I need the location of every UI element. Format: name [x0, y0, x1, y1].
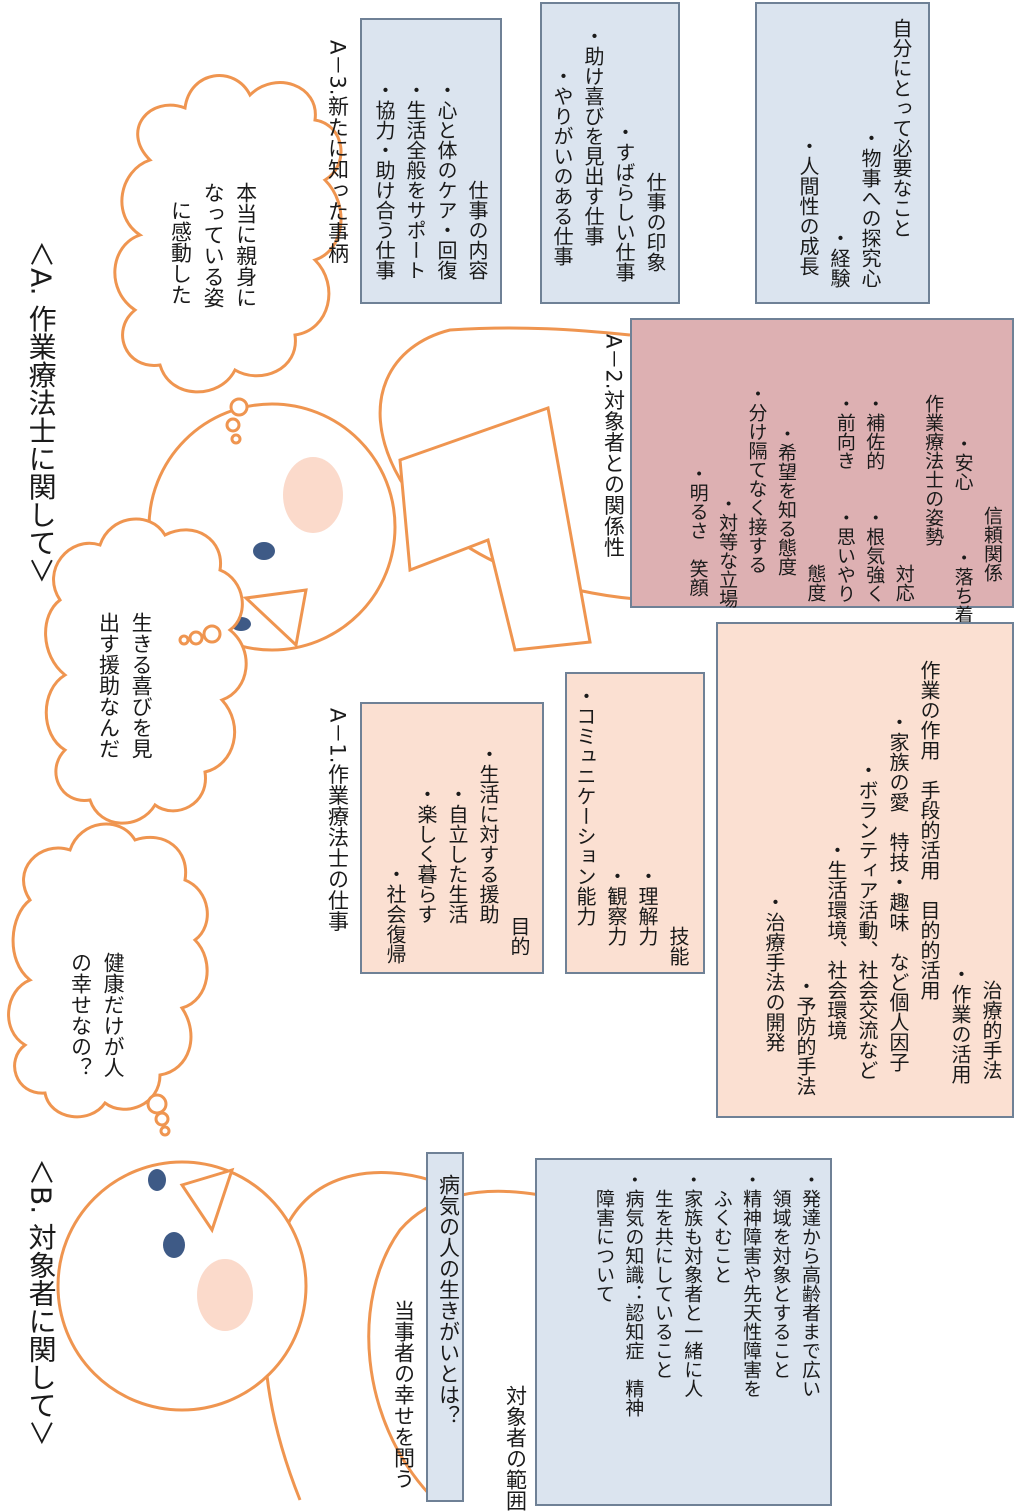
a1-skills-box: 技能 ・理解力 ・観察力 ・コミュニケーション能力: [565, 672, 705, 974]
b-scope-line: ・発達から高齢者まで広い: [799, 1170, 821, 1398]
a2-line: 信頼関係: [981, 506, 1003, 582]
a1-methods-item: ・家族の愛 特技・趣味 など個人因子: [886, 712, 910, 1072]
a2-heading: A－2.対象者との関係性: [601, 334, 626, 558]
bubble-line: なっている姿: [201, 182, 226, 308]
a1-methods-item: ・治療手法の開発: [762, 892, 786, 1052]
a3-impression-item: ・やりがいのある仕事: [550, 66, 574, 266]
a3-content-item: ・協力・助け合う仕事: [372, 80, 396, 280]
b-scope-line: ・精神障害や先天性障害を: [740, 1170, 763, 1398]
a1-purpose-box: 目的 ・生活に対する援助 ・自立した生活 ・楽しく暮らす ・社会復帰: [360, 702, 544, 974]
a1-purpose-item: ・楽しく暮らす: [414, 784, 438, 924]
a1-methods-title: 治療的手法: [979, 980, 1003, 1080]
bubble-line: に感動した: [168, 200, 193, 305]
a3-heading: A－3.新たに知った事柄: [325, 40, 350, 264]
b-scope-line: ・家族も対象者と一緒に人: [681, 1170, 704, 1398]
patient-eye: [163, 1232, 185, 1258]
a1-methods-item: ・生活環境、社会環境: [824, 840, 848, 1040]
a3-growth-item: ・経験: [827, 228, 851, 288]
patient-eye: [148, 1169, 166, 1191]
a3-impression-lines: 仕事の印象 ・すばらしい仕事 ・助け喜びを見出す仕事 ・やりがいのある仕事: [546, 16, 670, 282]
bubble-line: 出す援助なんだ: [96, 612, 121, 759]
b-scope-line: 障害について: [592, 1170, 615, 1303]
cloud-kenkou: [7, 822, 209, 1119]
b-question-text: 病気の人の生きがいとは？: [436, 1174, 461, 1426]
bubble-yorokobi-text: 生きる喜びを見 出す援助なんだ: [92, 612, 157, 759]
a1-methods-item: ・作業の活用: [948, 964, 972, 1084]
a1-purpose-title: 目的: [507, 916, 531, 956]
a2-lines: 信頼関係 ・安心 ・落ち着き 作業療法士の姿勢 対応 ・補佐的 ・根気強く ・前…: [682, 334, 1006, 643]
a1-purpose-item: ・社会復帰: [383, 864, 407, 964]
a3-growth-box: 自分にとって必要なこと ・物事への探究心 ・経験 ・人間性の成長: [755, 2, 930, 304]
a1-methods-item: 作業の作用 手段的活用 目的的活用: [917, 640, 941, 1000]
b-scope-heading: 対象者の範囲: [503, 1385, 528, 1511]
therapist-eye: [253, 542, 275, 560]
bubble-kandou-text: 本当に親身に なっている姿 に感動した: [164, 182, 262, 308]
a3-growth-title: 自分にとって必要なこと: [889, 18, 913, 238]
a2-line: ・前向き ・思いやり: [833, 394, 856, 603]
section-a-title: ＜A. 作業療法士に関して＞: [24, 240, 58, 585]
section-b-title: ＜B. 対象者に関して＞: [24, 1158, 58, 1448]
b-scope-line: ふくむこと: [710, 1170, 733, 1284]
a3-content-item: ・生活全般をサポート: [403, 80, 427, 280]
a3-content-title: 仕事の内容: [465, 180, 489, 280]
b-scope-box: ・発達から高齢者まで広い 領域を対象とすること ・精神障害や先天性障害を ふくむ…: [535, 1158, 832, 1506]
b-question-box: 病気の人の生きがいとは？: [426, 1152, 464, 1502]
bubble-line: の幸せなの？: [68, 952, 93, 1078]
a1-skills-item: ・コミュニケーション能力: [573, 686, 597, 926]
a1-methods-box: 治療的手法 ・作業の活用 作業の作用 手段的活用 目的的活用 ・家族の愛 特技・…: [716, 622, 1014, 1118]
a1-purpose-item: ・生活に対する援助: [476, 744, 500, 924]
a2-line: ・分け隔てなく接する: [745, 384, 768, 574]
a3-content-box: 仕事の内容 ・心と体のケア・回復 ・生活全般をサポート ・協力・助け合う仕事: [360, 18, 502, 304]
a2-line: ・対等な立場: [716, 494, 739, 608]
cloud-yorokobi: [44, 517, 248, 825]
a1-skills-lines: 技能 ・理解力 ・観察力 ・コミュニケーション能力: [569, 686, 693, 966]
bubble-kenkou-text: 健康だけが人 の幸せなの？: [64, 952, 129, 1078]
a1-purpose-lines: 目的 ・生活に対する援助 ・自立した生活 ・楽しく暮らす ・社会復帰: [379, 714, 534, 964]
a2-line: ・補佐的 ・根気強く: [863, 394, 886, 603]
a3-impression-box: 仕事の印象 ・すばらしい仕事 ・助け喜びを見出す仕事 ・やりがいのある仕事: [540, 2, 680, 304]
a1-methods-lines: 治療的手法 ・作業の活用 作業の作用 手段的活用 目的的活用 ・家族の愛 特技・…: [758, 640, 1006, 1096]
a2-line: ・安心 ・落ち着き: [951, 434, 974, 643]
a3-growth-lines: 自分にとって必要なこと ・物事への探究心 ・経験 ・人間性の成長: [792, 18, 916, 288]
a3-content-item: ・心と体のケア・回復: [434, 80, 458, 280]
b-scope-line: ・病気の知識：認知症 精神: [622, 1170, 645, 1417]
bubble-line: 健康だけが人: [101, 952, 126, 1078]
a1-skills-item: ・理解力: [635, 866, 659, 946]
a3-content-lines: 仕事の内容 ・心と体のケア・回復 ・生活全般をサポート ・協力・助け合う仕事: [368, 40, 492, 280]
a1-methods-item: ・予防的手法: [793, 976, 817, 1096]
a3-growth-item: ・人間性の成長: [796, 136, 820, 276]
cloud-kandou: [113, 74, 343, 394]
a3-impression-item: ・すばらしい仕事: [612, 122, 636, 282]
a3-impression-title: 仕事の印象: [643, 172, 667, 272]
b-question-heading: 当事者の幸せを問う: [391, 1300, 416, 1489]
therapist-figure: [147, 326, 651, 652]
a1-skills-title: 技能: [666, 926, 690, 966]
a2-line: 対応: [892, 564, 915, 602]
patient-figure: [56, 1160, 541, 1501]
bubble-line: 本当に親身に: [233, 182, 258, 308]
a1-purpose-item: ・自立した生活: [445, 784, 469, 924]
a1-methods-item: ・ボランティア活動、社会交流など: [855, 760, 879, 1080]
a1-skills-item: ・観察力: [604, 866, 628, 946]
b-scope-lines: ・発達から高齢者まで広い 領域を対象とすること ・精神障害や先天性障害を ふくむ…: [589, 1170, 825, 1417]
a1-heading: A－1.作業療法士の仕事: [325, 708, 350, 932]
a2-line: 態度: [804, 564, 827, 602]
a2-line: 作業療法士の姿勢: [922, 394, 945, 546]
a2-line: ・希望を知る態度: [774, 424, 797, 576]
bubble-line: 生きる喜びを見: [129, 612, 154, 759]
a2-line: ・明るさ 笑顔: [686, 464, 709, 597]
b-scope-line: 生を共にしていること: [651, 1170, 674, 1379]
a2-relationship-box: 信頼関係 ・安心 ・落ち着き 作業療法士の姿勢 対応 ・補佐的 ・根気強く ・前…: [630, 318, 1014, 643]
thought-clouds: [7, 74, 343, 1137]
a3-growth-item: ・物事への探究心: [858, 128, 882, 288]
a3-impression-item: ・助け喜びを見出す仕事: [581, 26, 605, 246]
b-scope-line: 領域を対象とすること: [769, 1170, 792, 1379]
